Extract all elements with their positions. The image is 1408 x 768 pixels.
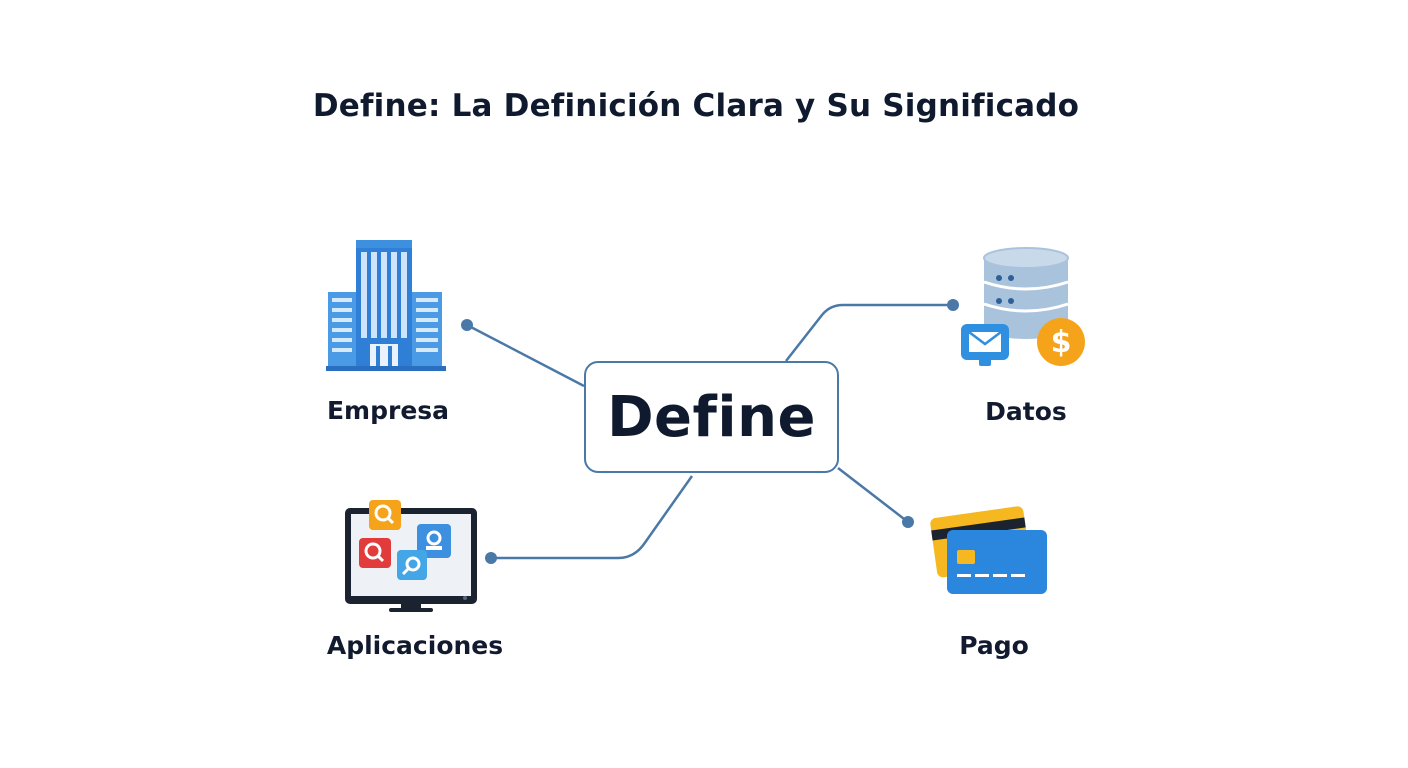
monitor-apps-icon xyxy=(345,500,477,612)
connector-aplicaciones xyxy=(491,475,694,560)
database-icon: $ xyxy=(961,247,1085,366)
connector-dot-datos xyxy=(947,299,959,311)
connector-dot-empresa xyxy=(461,319,473,331)
node-label-datos: Datos xyxy=(985,397,1067,426)
connector-pago xyxy=(837,467,909,523)
credit-card-icon xyxy=(930,506,1047,594)
node-label-aplicaciones: Aplicaciones xyxy=(326,631,504,660)
connector-dot-pago xyxy=(902,516,914,528)
node-label-pago: Pago xyxy=(959,631,1029,660)
connector-datos xyxy=(785,303,953,362)
office-building-icon xyxy=(326,240,446,371)
connector-empresa xyxy=(466,323,585,388)
page-title: Define: La Definición Clara y Su Signifi… xyxy=(312,88,1080,124)
center-node: Define xyxy=(584,361,839,473)
node-label-empresa: Empresa xyxy=(326,396,450,425)
center-label: Define xyxy=(607,384,816,450)
svg-text:$: $ xyxy=(1051,325,1072,360)
connector-dot-aplicaciones xyxy=(485,552,497,564)
